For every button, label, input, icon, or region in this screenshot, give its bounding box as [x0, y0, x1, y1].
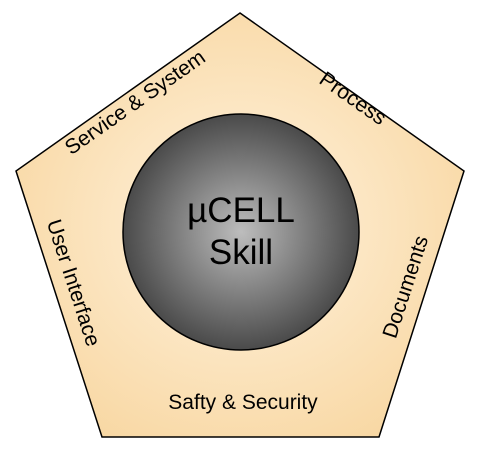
core-circle	[122, 113, 360, 351]
core-label-line2: Skill	[209, 233, 273, 272]
side-label-safety-security: Safty & Security	[168, 391, 318, 414]
core-label-line1: µCELL	[187, 191, 295, 230]
